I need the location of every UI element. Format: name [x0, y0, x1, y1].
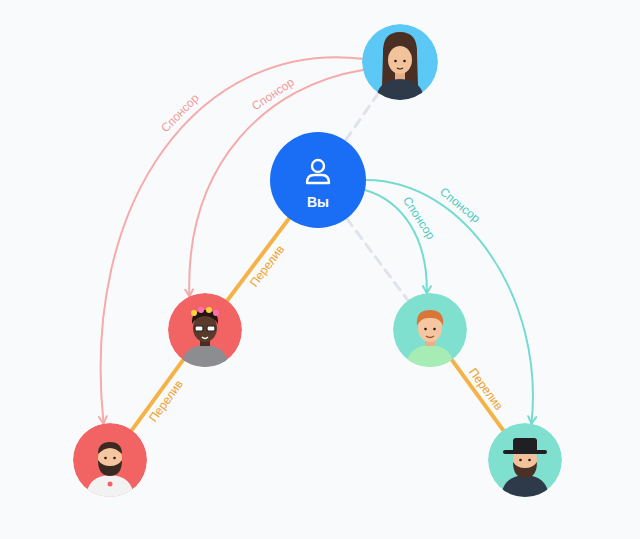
connector: [101, 57, 363, 423]
node-label: Вы: [307, 194, 329, 210]
avatar-hat: [488, 423, 562, 497]
node-circle: [73, 423, 147, 497]
avatar-woman: [362, 24, 438, 100]
node-circle: [488, 423, 562, 497]
connector: [345, 93, 378, 140]
avatar-flower-crown: [168, 293, 242, 367]
node-circle: [362, 24, 438, 100]
you-circle: [270, 132, 366, 228]
connector: [227, 218, 289, 300]
node-circle: [168, 293, 242, 367]
connector: [366, 180, 533, 424]
connector: [347, 218, 408, 300]
avatar-bearded: [73, 423, 147, 497]
node-circle: [393, 293, 467, 367]
node-circle: Вы: [270, 132, 366, 228]
avatar-redhead: [393, 293, 467, 367]
